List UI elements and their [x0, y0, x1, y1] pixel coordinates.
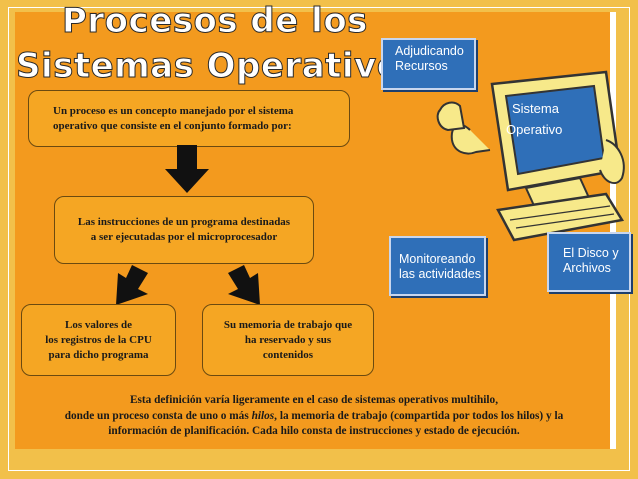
arrow-down-right-icon	[222, 263, 268, 307]
memory-line-1: Su memoria de trabajo que	[224, 318, 352, 333]
allocating-resources-label: Adjudicando Recursos	[381, 38, 476, 90]
arrow-down-icon	[163, 145, 211, 195]
note-hilos-term: hilos	[252, 410, 275, 422]
note-line-2-end: , la memoria de trabajo (compartida por …	[274, 410, 563, 422]
memory-box: Su memoria de trabajo que ha reservado y…	[202, 304, 374, 376]
title-line-1: Procesos de los	[62, 1, 368, 41]
screen-text-line-2: Operativo	[506, 122, 562, 137]
note-line-1: Esta definición varía ligeramente en el …	[18, 393, 610, 409]
memory-line-3: contenidos	[224, 348, 352, 363]
arrow-down-left-icon	[108, 263, 154, 307]
monitoring-line-2: las actividades	[399, 267, 484, 282]
multithread-note: Esta definición varía ligeramente en el …	[18, 393, 610, 440]
screen-text-line-1: Sistema	[512, 101, 560, 116]
instructions-line-2: a ser ejecutadas por el microprocesador	[78, 230, 290, 245]
cpu-registers-line-2: los registros de la CPU	[45, 333, 152, 348]
disk-files-label: El Disco y Archivos	[547, 232, 631, 292]
definition-line-2: operativo que consiste en el conjunto fo…	[53, 119, 293, 134]
allocating-line-1: Adjudicando	[395, 44, 474, 59]
monitoring-activities-label: Monitoreando las actividades	[389, 236, 486, 296]
title-line-2: Sistemas Operativos	[16, 46, 421, 86]
cpu-registers-line-3: para dicho programa	[45, 348, 152, 363]
memory-line-2: ha reservado y sus	[224, 333, 352, 348]
instructions-box: Las instrucciones de un programa destina…	[54, 196, 314, 264]
disk-line-2: Archivos	[563, 261, 629, 276]
allocating-line-2: Recursos	[395, 59, 474, 74]
definition-line-1: Un proceso es un concepto manejado por e…	[53, 104, 293, 119]
instructions-line-1: Las instrucciones de un programa destina…	[78, 215, 290, 230]
cpu-registers-box: Los valores de los registros de la CPU p…	[21, 304, 176, 376]
note-line-3: información de planificación. Cada hilo …	[18, 424, 610, 440]
definition-box: Un proceso es un concepto manejado por e…	[28, 90, 350, 147]
note-line-2-start: donde un proceso consta de uno o más	[65, 410, 252, 422]
cpu-registers-line-1: Los valores de	[45, 318, 152, 333]
note-line-2: donde un proceso consta de uno o más hil…	[18, 409, 610, 425]
disk-line-1: El Disco y	[563, 246, 629, 261]
monitoring-line-1: Monitoreando	[399, 252, 484, 267]
computer-character-illustration: Sistema Operativo	[430, 70, 630, 250]
